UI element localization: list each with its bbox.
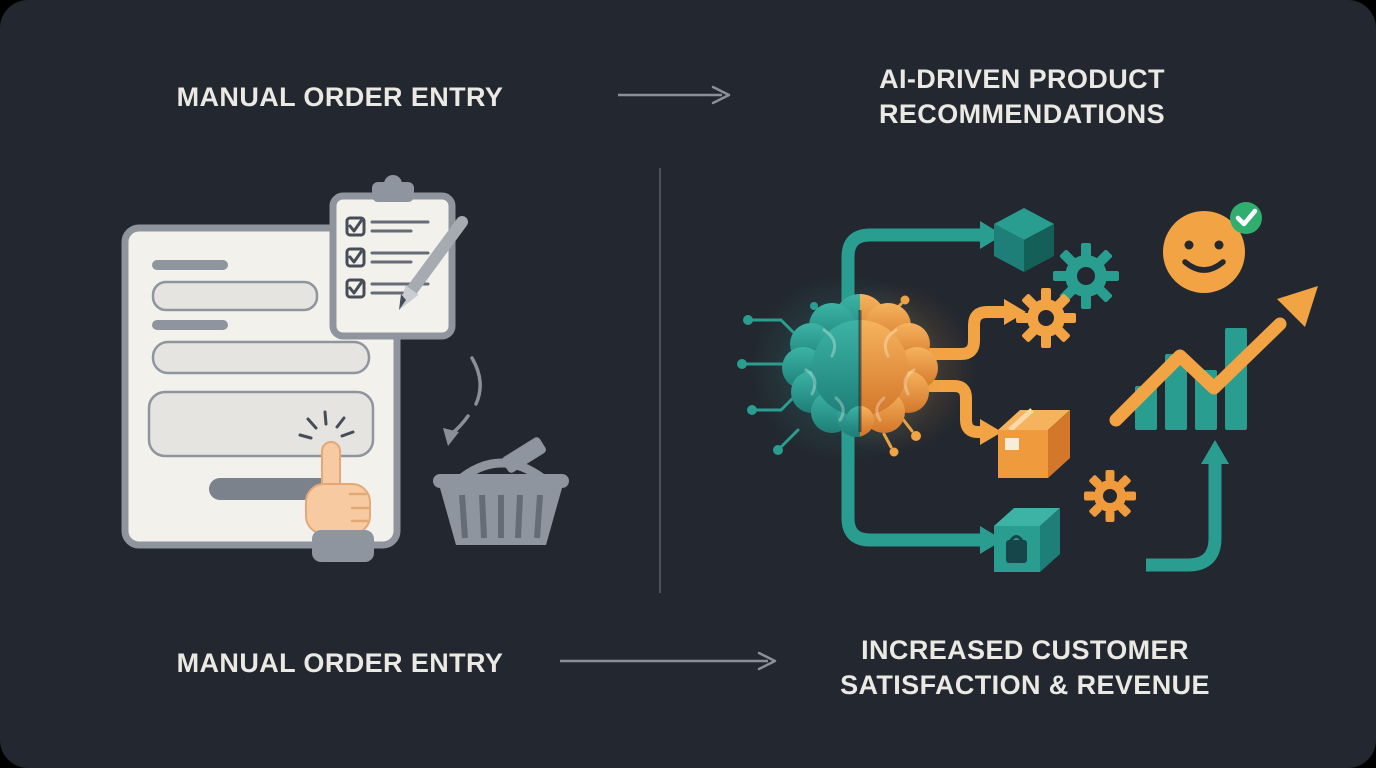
form-submit-button <box>209 478 332 500</box>
gear-small-orange-icon <box>1084 470 1136 522</box>
shopping-bag-icon <box>1006 535 1027 563</box>
curved-arrow-icon <box>443 356 482 446</box>
checkbox-list <box>345 216 366 299</box>
package-box-teal-icon <box>994 508 1060 572</box>
heading-line: RECOMMENDATIONS <box>879 99 1165 129</box>
shopping-basket-icon <box>433 437 569 545</box>
right-illustration-ai-recommendations <box>737 202 1318 572</box>
smiley-face-icon <box>1163 211 1245 293</box>
form-input-field-large <box>147 390 375 458</box>
heading-ai-driven-recommendations: AI-DRIVEN PRODUCT RECOMMENDATIONS <box>812 62 1232 132</box>
brain-folds <box>804 328 916 422</box>
footer-line: INCREASED CUSTOMER <box>861 635 1189 665</box>
ai-brain-icon <box>750 272 976 464</box>
pen-icon <box>399 216 468 310</box>
hand-cuff <box>312 530 374 562</box>
arrowhead-icon <box>1201 440 1229 464</box>
footer-line: SATISFACTION & REVENUE <box>840 670 1210 700</box>
arrowhead-icon <box>443 428 459 446</box>
basket-handle <box>502 437 546 473</box>
form-label-bar <box>152 260 228 270</box>
arrowhead-icon <box>1277 286 1318 327</box>
arrowhead-icon <box>980 526 1003 554</box>
arrowhead-icon <box>711 85 731 105</box>
arrow-bottom <box>560 651 777 671</box>
hand-cursor-icon <box>305 441 374 562</box>
form-input-field <box>151 280 319 312</box>
clipboard-checklist-icon <box>329 175 456 340</box>
gear-orange-icon <box>1016 288 1076 348</box>
arrowhead-icon <box>757 651 777 671</box>
form-label-bar <box>152 320 228 330</box>
checkmark-icon <box>1235 208 1258 227</box>
clipboard-clip <box>372 182 414 202</box>
growth-trend-arrow-icon <box>1109 286 1318 427</box>
footer-increased-satisfaction-revenue: INCREASED CUSTOMER SATISFACTION & REVENU… <box>805 633 1245 703</box>
gear-teal-icon <box>1053 243 1119 309</box>
left-illustration-manual-entry <box>121 175 569 562</box>
checkmark-icon <box>348 281 363 295</box>
package-box-orange-icon <box>998 408 1070 478</box>
heading-line: AI-DRIVEN PRODUCT <box>879 64 1165 94</box>
flow-arrow-teal-up <box>1146 440 1229 572</box>
basket-slats <box>459 494 543 539</box>
cube-icon <box>994 208 1054 272</box>
bar-chart-icon <box>1135 328 1247 430</box>
hand-knuckles <box>348 492 370 523</box>
checkmark-icon <box>348 250 363 264</box>
check-badge-icon <box>1230 202 1262 234</box>
footer-manual-order-entry: MANUAL ORDER ENTRY <box>176 648 504 678</box>
form-input-field <box>151 340 371 375</box>
arrowhead-icon <box>1004 299 1026 325</box>
checkmark-icon <box>348 219 363 233</box>
heading-manual-order-entry: MANUAL ORDER ENTRY <box>176 82 504 112</box>
arrowhead-icon <box>980 419 1002 445</box>
package-label <box>1005 438 1019 450</box>
arrowhead-icon <box>980 221 1003 249</box>
arrow-top <box>618 85 731 105</box>
click-burst-icon <box>298 410 355 440</box>
vertical-divider <box>659 168 661 593</box>
